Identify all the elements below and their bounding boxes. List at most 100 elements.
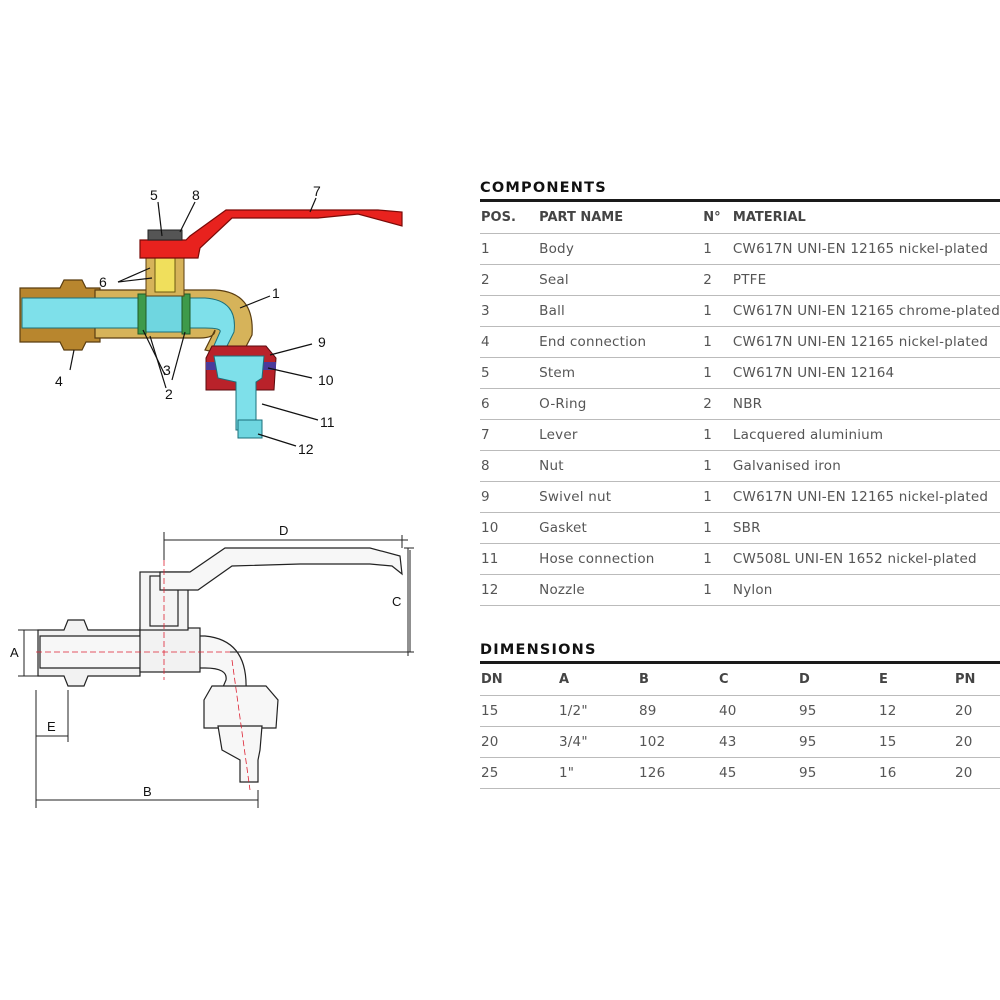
cell-part-name: Ball (538, 295, 703, 327)
cell-part-name: Stem (538, 357, 703, 389)
callout-4: 4 (55, 373, 63, 389)
cell-material: CW617N UNI-EN 12165 chrome-plated (731, 295, 1000, 327)
cell-quantity: 1 (702, 233, 732, 265)
cell-material: Galvanised iron (731, 450, 1000, 482)
cell-material: CW508L UNI-EN 1652 nickel-plated (731, 543, 1000, 575)
dim-cell: 20 (480, 726, 558, 758)
callout-10: 10 (318, 372, 334, 388)
dim-cell: 20 (954, 726, 1000, 758)
cell-material: SBR (731, 512, 1000, 544)
dim-label-e: E (47, 719, 56, 734)
cell-material: Nylon (731, 574, 1000, 606)
dim-label-b: B (143, 784, 152, 799)
callout-7: 7 (313, 183, 321, 199)
cell-pos: 5 (480, 357, 539, 389)
components-title: COMPONENTS (480, 180, 1000, 202)
cell-pos: 11 (480, 543, 539, 575)
dim-cell: 102 (638, 726, 718, 758)
dim-cell: 20 (954, 695, 1000, 727)
cell-material: CW617N UNI-EN 12164 (731, 357, 1000, 389)
dim-label-d: D (279, 523, 288, 538)
dim-cell: 25 (480, 757, 558, 789)
dim-cell: 43 (718, 726, 798, 758)
callout-8: 8 (192, 187, 200, 203)
cell-quantity: 1 (702, 326, 732, 358)
cell-pos: 1 (480, 233, 539, 265)
cell-quantity: 1 (702, 450, 732, 482)
dim-cell: 16 (878, 757, 954, 789)
dim-cell: 40 (718, 695, 798, 727)
cell-pos: 6 (480, 388, 539, 420)
dim-label-a: A (10, 645, 19, 660)
callout-11: 11 (320, 414, 335, 430)
cell-pos: 4 (480, 326, 539, 358)
cell-quantity: 1 (702, 481, 732, 513)
cell-quantity: 1 (702, 357, 732, 389)
cell-material: Lacquered aluminium (731, 419, 1000, 451)
callout-1: 1 (272, 285, 280, 301)
cell-part-name: Body (538, 233, 703, 265)
valve-drawings: 1 2 3 4 5 6 7 8 9 10 11 12 (10, 183, 414, 808)
dimensions-title: DIMENSIONS (480, 642, 1000, 664)
cell-material: CW617N UNI-EN 12165 nickel-plated (731, 481, 1000, 513)
cell-part-name: End connection (538, 326, 703, 358)
cell-material: CW617N UNI-EN 12165 nickel-plated (731, 233, 1000, 265)
cell-part-name: Nut (538, 450, 703, 482)
cell-material: CW617N UNI-EN 12165 nickel-plated (731, 326, 1000, 358)
cell-part-name: Nozzle (538, 574, 703, 606)
header-material: MATERIAL (731, 202, 1000, 234)
callout-6: 6 (99, 274, 107, 290)
dim-label-c: C (392, 594, 401, 609)
cell-quantity: 1 (702, 419, 732, 451)
cell-material: NBR (731, 388, 1000, 420)
dim-header-0: DN (480, 664, 558, 696)
dim-cell: 95 (798, 726, 878, 758)
dim-cell: 95 (798, 695, 878, 727)
cell-part-name: Gasket (538, 512, 703, 544)
cell-part-name: O-Ring (538, 388, 703, 420)
dim-cell: 1" (558, 757, 638, 789)
header-quantity: N° (702, 202, 732, 234)
cell-quantity: 2 (702, 264, 732, 296)
cell-pos: 12 (480, 574, 539, 606)
components-header-row: POS. PART NAME N° MATERIAL (480, 202, 1000, 234)
callout-5: 5 (150, 187, 158, 203)
cell-pos: 2 (480, 264, 539, 296)
dim-cell: 45 (718, 757, 798, 789)
cell-quantity: 1 (702, 543, 732, 575)
dim-cell: 20 (954, 757, 1000, 789)
cell-part-name: Swivel nut (538, 481, 703, 513)
cell-quantity: 1 (702, 574, 732, 606)
cell-pos: 8 (480, 450, 539, 482)
dim-cell: 95 (798, 757, 878, 789)
dim-cell: 12 (878, 695, 954, 727)
dimension-drawing (18, 532, 414, 808)
dim-header-3: C (718, 664, 798, 696)
dim-cell: 126 (638, 757, 718, 789)
dim-cell: 15 (878, 726, 954, 758)
callout-2: 2 (165, 386, 173, 402)
header-part-name: PART NAME (538, 202, 703, 234)
cell-pos: 9 (480, 481, 539, 513)
dim-header-5: E (878, 664, 954, 696)
